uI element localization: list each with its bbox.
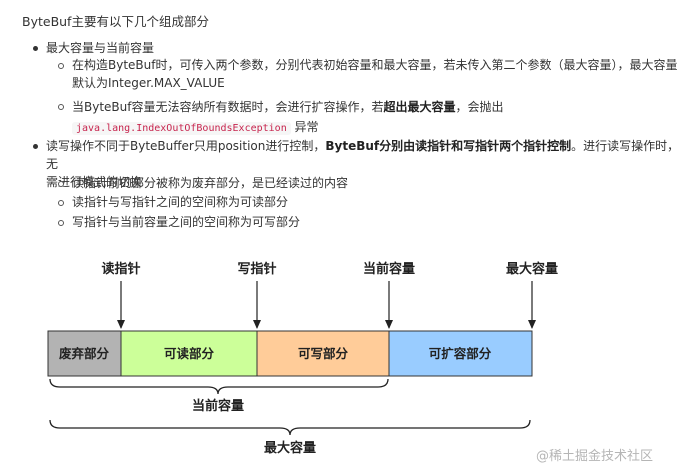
read-write-text: 读写操作不同于ByteBuffer只用position进行控制， [46,139,326,153]
sub-bullet-dot [58,200,64,206]
sub-item-constructor: 在构造ByteBuf时，可传入两个参数，分别代表初始容量和最大容量，若未传入第二… [72,56,680,92]
exception-code: java.lang.IndexOutOfBoundsException [72,122,291,135]
sub-item-expand-post: ，会抛出 [455,100,504,114]
sub-item-discarded: 读指针前的部分被称为废弃部分，是已经读过的内容 [72,176,349,190]
segment-discarded [47,330,122,377]
intro-text: ByteBuf主要有以下几个组成部分 [22,14,209,29]
pointer-label-current-capacity: 当前容量 [363,261,415,277]
brace-label-current-capacity: 当前容量 [192,398,244,414]
sub-bullet-dot [58,220,64,226]
sub-item-readable: 读指针与写指针之间的空间称为可读部分 [72,195,289,209]
sub-item-expand: 当ByteBuf容量无法容纳所有数据时，会进行扩容操作，若超出最大容量，会抛出 … [72,97,680,139]
sub-bullet-dot [58,181,64,187]
list-item-read-write: 读写操作不同于ByteBuffer只用position进行控制，ByteBuf分… [46,137,684,191]
watermark: @稀土掘金技术社区 [536,449,654,464]
brace-max-capacity [49,419,531,436]
bullet-dot [33,144,38,149]
exception-suffix: 异常 [294,120,319,134]
segment-label-expandable: 可扩容部分 [429,346,492,361]
sub-item-expand-text: 当ByteBuf容量无法容纳所有数据时，会进行扩容操作，若 [72,100,384,114]
read-write-post: 。进行读写操作时，无 [46,139,680,171]
segment-label-readable: 可读部分 [164,346,215,361]
pointer-label-max-capacity: 最大容量 [506,261,558,277]
bold-exceed-max: 超出最大容量 [383,100,456,114]
read-write-line2: 需进行模式的切换 [46,175,143,189]
bullet-dot [33,46,38,51]
bold-two-pointers: ByteBuf分别由读指针和写指针两个指针控制 [325,139,572,153]
sub-item-constructor-line1: 在构造ByteBuf时，可传入两个参数，分别代表初始容量和最大容量，若未传入第二… [72,58,678,72]
sub-bullet-dot [58,63,64,69]
segment-label-discarded: 废弃部分 [59,346,110,361]
pointer-label-writer: 写指针 [237,261,276,277]
sub-item-constructor-line2: 默认为Integer.MAX_VALUE [72,76,225,90]
brace-label-max-capacity: 最大容量 [264,440,316,456]
pointer-label-reader: 读指针 [101,261,140,277]
list-item-capacity: 最大容量与当前容量 [46,41,155,55]
sub-bullet-dot [58,104,64,110]
segment-writable [256,330,390,377]
sub-item-writable: 写指针与当前容量之间的空间称为可写部分 [72,215,301,229]
brace-current-capacity [49,378,389,395]
segment-expandable [388,330,533,377]
segment-label-writable: 可写部分 [298,346,349,361]
